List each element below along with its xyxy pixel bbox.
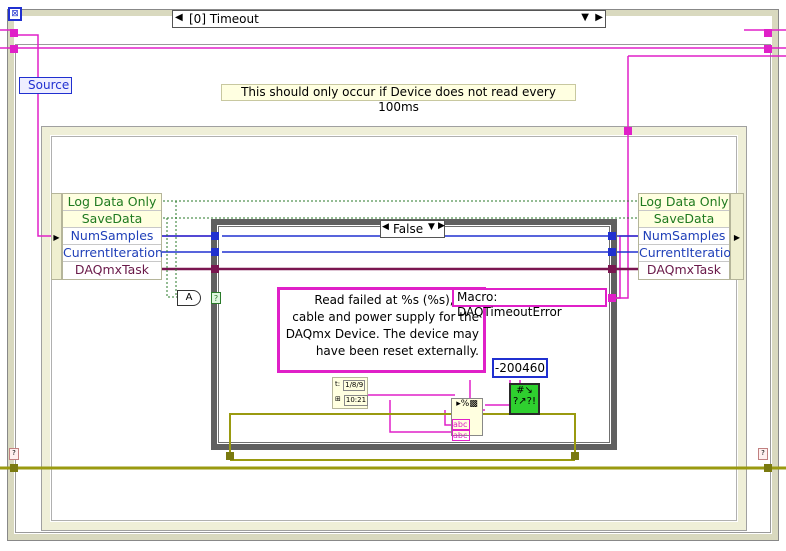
timestamp-row-1: t:1/8/9 — [335, 380, 366, 391]
left-error-terminal-icon[interactable]: ? — [9, 448, 19, 460]
unbundle-by-name-left[interactable]: Log Data Only SaveData NumSamples Curren… — [62, 193, 163, 280]
macro-label: Macro: DAQTimeoutError — [457, 290, 562, 319]
source-node[interactable]: Source — [19, 77, 72, 94]
inner-loop-frame — [41, 126, 747, 531]
case-selector[interactable]: ◀ [0] Timeout ▼ ▶ — [172, 10, 606, 28]
error-message-constant[interactable]: Read failed at %s (%s), che cable and po… — [277, 287, 486, 373]
inner-increment-arrow-icon[interactable]: ▶ — [438, 221, 445, 231]
dropdown-arrow-icon[interactable]: ▼ — [581, 12, 589, 23]
field-log-data-only: Log Data Only — [63, 194, 161, 211]
field-log-data-only-out: Log Data Only — [639, 194, 729, 211]
format-icon: ▸%▩ — [456, 399, 478, 409]
and-node-label: A — [185, 292, 193, 303]
source-node-label: Source — [28, 78, 70, 92]
bundle-by-name-right[interactable]: Log Data Only SaveData NumSamples Curren… — [638, 193, 739, 280]
outer-case-inner-border — [15, 44, 771, 533]
field-daqmx-task: DAQmxTask — [63, 262, 161, 279]
error-node-icon: #↘ — [516, 385, 533, 396]
field-daqmx-task-out: DAQmxTask — [639, 262, 729, 279]
decrement-arrow-icon[interactable]: ◀ — [175, 12, 183, 23]
increment-arrow-icon[interactable]: ▶ — [595, 12, 603, 23]
error-cluster-node[interactable]: #↘ ?↗?! — [509, 383, 540, 415]
case-selector-label: [0] Timeout — [189, 12, 259, 26]
case-selector-terminal-icon[interactable]: ? — [211, 292, 221, 304]
bundle-right-handle[interactable]: ▶ — [730, 193, 744, 280]
error-message-line-2: cable and power supply for the — [292, 310, 479, 324]
format-into-string-node[interactable]: ▸%▩ abc abc — [451, 398, 483, 441]
error-message-line-3: DAQmx Device. The device may — [285, 327, 479, 341]
field-current-iteration: CurrentIteration — [63, 245, 163, 262]
inner-decrement-arrow-icon[interactable]: ◀ — [382, 222, 389, 232]
and-node[interactable]: A — [177, 290, 201, 306]
error-code-label: -200460 — [494, 361, 546, 375]
error-node-icon-2: ?↗?! — [512, 396, 536, 407]
error-message-line-4: have been reset externally. — [315, 344, 479, 358]
timestamp-node[interactable]: t:1/8/9 ⊞10:21 — [332, 377, 369, 409]
inner-case-label: False — [393, 222, 424, 236]
macro-constant[interactable]: Macro: DAQTimeoutError — [452, 288, 607, 319]
note-label: This should only occur if Device does no… — [241, 85, 556, 114]
note-text: This should only occur if Device does no… — [221, 84, 576, 114]
inner-case-selector[interactable]: ◀ False ▼ — [380, 220, 445, 238]
field-num-samples-out: NumSamples — [639, 228, 729, 245]
inner-loop-inner-border — [51, 136, 737, 521]
format-output-2: abc — [452, 430, 470, 441]
field-save-data-out: SaveData — [639, 211, 729, 228]
stop-icon[interactable]: ⊠ — [8, 7, 22, 21]
timestamp-row-2: ⊞10:21 — [335, 395, 369, 406]
format-output-1: abc — [452, 419, 470, 430]
error-code-constant[interactable]: -200460 — [492, 358, 548, 378]
field-current-iteration-out: CurrentIteration — [639, 245, 739, 262]
error-message-line-1: Read failed at %s (%s), che — [314, 293, 479, 307]
right-error-terminal-icon[interactable]: ? — [758, 448, 768, 460]
field-num-samples: NumSamples — [63, 228, 161, 245]
unbundle-left-handle[interactable]: ▶ — [51, 193, 62, 280]
field-save-data: SaveData — [63, 211, 161, 228]
inner-dropdown-arrow-icon[interactable]: ▼ — [428, 222, 435, 232]
